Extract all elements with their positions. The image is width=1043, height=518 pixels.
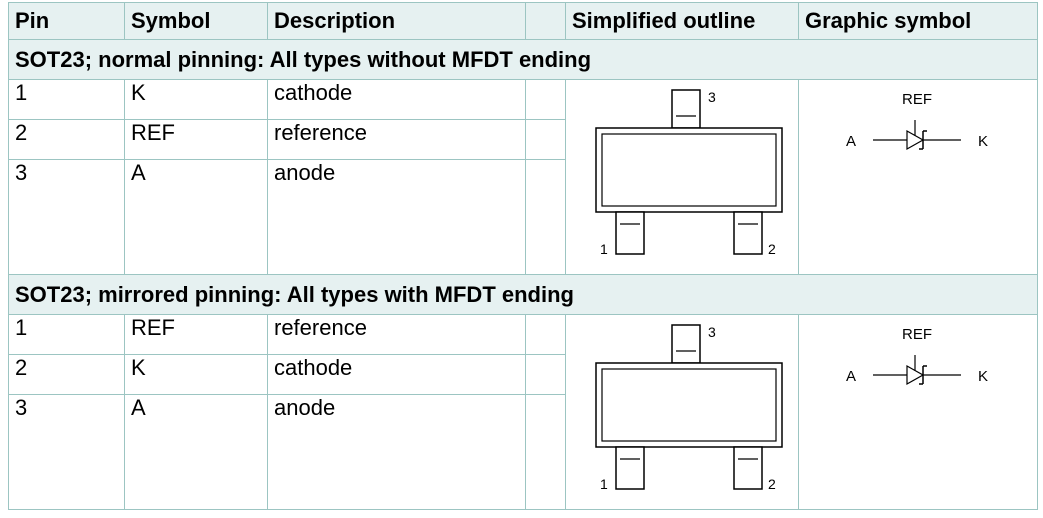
col-header-graphic: Graphic symbol	[798, 2, 1038, 40]
package-body-inner	[601, 368, 777, 442]
blank-cell	[525, 394, 566, 510]
pin-3-label: 3	[708, 89, 716, 105]
description-cell: reference	[267, 313, 526, 356]
blank-cell	[525, 313, 566, 356]
graphic-symbol-cell: REF A K	[798, 79, 1038, 275]
pin-cell: 1	[8, 78, 125, 121]
col-header-pin: Pin	[8, 2, 125, 40]
pin-3-lead	[671, 89, 701, 129]
description-cell: anode	[267, 394, 526, 510]
pin-cell: 2	[8, 119, 125, 161]
outline-figure-cell: 3 1 2	[565, 314, 799, 510]
pin-1-lead	[615, 446, 645, 490]
pin-cell: 3	[8, 159, 125, 275]
table-header-row: Pin Symbol Description Simplified outlin…	[8, 2, 1038, 40]
section-row-normal: SOT23; normal pinning: All types without…	[8, 39, 1038, 80]
sot23-outline-diagram: 3 1 2	[595, 89, 783, 257]
anode-terminal-label: A	[846, 368, 856, 385]
col-header-outline: Simplified outline	[565, 2, 799, 40]
pin-2-lead	[733, 446, 763, 490]
table-row: 1 REF reference 3 1 2	[8, 313, 1038, 510]
blank-cell	[525, 119, 566, 161]
ref-terminal-label: REF	[902, 326, 932, 343]
symbol-cell: K	[124, 78, 268, 121]
table-row: 3 A anode	[8, 394, 1038, 510]
symbol-cell: K	[124, 354, 268, 396]
pin-cell: 2	[8, 354, 125, 396]
pin-2-lead	[733, 211, 763, 255]
pin-1-label: 1	[600, 241, 608, 257]
pin-3-lead	[671, 324, 701, 364]
table-row: 2 K cathode	[8, 354, 1038, 396]
symbol-cell: A	[124, 159, 268, 275]
description-cell: reference	[267, 119, 526, 161]
package-body-outer	[595, 362, 783, 448]
symbol-cell: REF	[124, 119, 268, 161]
section-title: SOT23; normal pinning: All types without…	[8, 39, 1038, 80]
col-header-blank	[525, 2, 566, 40]
pinning-table: Pin Symbol Description Simplified outlin…	[8, 2, 1038, 510]
anode-terminal-label: A	[846, 133, 856, 150]
symbol-cell: REF	[124, 313, 268, 356]
cathode-terminal-label: K	[978, 133, 988, 150]
col-header-symbol: Symbol	[124, 2, 268, 40]
table-row: 1 K cathode 3 1 2	[8, 78, 1038, 275]
graphic-symbol-cell: REF A K	[798, 314, 1038, 510]
description-cell: cathode	[267, 78, 526, 121]
sot23-outline-diagram: 3 1 2	[595, 324, 783, 492]
package-body-inner	[601, 133, 777, 207]
col-header-description: Description	[267, 2, 526, 40]
table-row: 2 REF reference	[8, 119, 1038, 161]
blank-cell	[525, 78, 566, 121]
pin-2-label: 2	[768, 241, 776, 257]
shunt-regulator-symbol: REF A K	[846, 326, 988, 386]
ref-terminal-label: REF	[902, 91, 932, 108]
section-title: SOT23; mirrored pinning: All types with …	[8, 274, 1038, 315]
outline-figure-cell: 3 1 2	[565, 79, 799, 275]
cathode-terminal-label: K	[978, 368, 988, 385]
pin-1-lead	[615, 211, 645, 255]
pin-cell: 3	[8, 394, 125, 510]
blank-cell	[525, 354, 566, 396]
table-row: 3 A anode	[8, 159, 1038, 275]
shunt-regulator-symbol: REF A K	[846, 91, 988, 151]
pin-2-label: 2	[768, 476, 776, 492]
symbol-cell: A	[124, 394, 268, 510]
pin-cell: 1	[8, 313, 125, 356]
pin-3-label: 3	[708, 324, 716, 340]
section-row-mirrored: SOT23; mirrored pinning: All types with …	[8, 274, 1038, 315]
blank-cell	[525, 159, 566, 275]
description-cell: cathode	[267, 354, 526, 396]
description-cell: anode	[267, 159, 526, 275]
package-body-outer	[595, 127, 783, 213]
pin-1-label: 1	[600, 476, 608, 492]
